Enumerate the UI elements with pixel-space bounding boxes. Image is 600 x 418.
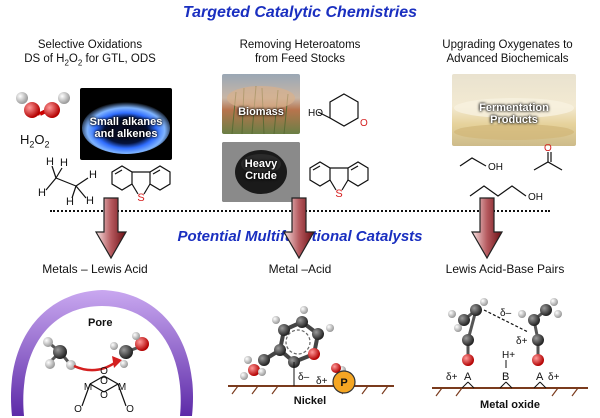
methanol-molecule-icon — [110, 332, 149, 368]
flame-photo: Small alkanes and alkenes — [80, 88, 172, 160]
delta-plus-label: δ+ — [516, 336, 528, 347]
photo-label-line: and alkenes — [94, 128, 158, 140]
oxygen-label: O — [360, 118, 368, 129]
dibenzothiophene-structure: S — [309, 161, 369, 200]
delta-plus-label: δ+ — [548, 372, 560, 383]
dibenzothiophene-structure: S — [111, 165, 171, 204]
hydrogen-label: H — [46, 156, 54, 168]
interaction-line — [483, 309, 529, 333]
oxygen-label: O — [100, 376, 108, 387]
pore-catalyst-diagram: Pore M M O O O O O — [10, 290, 194, 416]
hydrogen-label: H — [66, 196, 74, 206]
heading-line: Advanced Biochemicals — [446, 53, 569, 65]
metal-acid-catalyst-diagram: Nickel δ– δ+ P — [228, 306, 394, 407]
page-title: Targeted Catalytic Chemistries — [182, 4, 418, 21]
delta-plus-label: δ+ — [316, 376, 328, 387]
photo-label-line: Crude — [245, 170, 277, 182]
acetone-structure: O — [533, 143, 563, 171]
metal-label: M — [84, 382, 92, 393]
fermentation-photo: Fermentation Products — [452, 74, 576, 146]
pore-label: Pore — [88, 317, 112, 329]
oxygen-label: O — [544, 143, 552, 154]
butanol-structure: OH — [469, 185, 543, 203]
pyran-methanol-structure: HO O — [308, 93, 368, 129]
heading-line: DS of H2O2 for GTL, ODS — [24, 53, 156, 68]
metal-oxide-label: Metal oxide — [480, 399, 540, 411]
photo-label-line: Fermentation — [479, 102, 549, 114]
crude-cup-icon — [222, 142, 300, 202]
oxygen-label: O — [100, 366, 108, 377]
heading-line: from Feed Stocks — [254, 53, 346, 65]
metal-label: M — [118, 382, 126, 393]
photo-label-line: Heavy — [244, 158, 278, 170]
nickel-label: Nickel — [294, 395, 326, 407]
heading-line: Upgrading Oxygenates to — [442, 39, 573, 51]
heading-line: Selective Oxidations — [37, 39, 143, 51]
sulfur-label: S — [335, 188, 342, 200]
hydroxyl-label: HO — [308, 108, 323, 119]
site-b-label: B — [502, 371, 509, 383]
delta-minus-label: δ– — [500, 308, 512, 319]
photo-label-line: Products — [490, 114, 538, 126]
column-heading-oxidations: Selective Oxidations DS of H2O2 for GTL,… — [10, 38, 170, 70]
catalyst-type-metals: Metals – Lewis Acid — [42, 262, 148, 276]
flame-photo-label: Small alkanes and alkenes — [80, 116, 172, 140]
biomass-label: Biomass — [238, 106, 284, 118]
site-a-label: A — [536, 371, 544, 383]
ethane-structure: H H H H H H — [38, 156, 97, 206]
h2o2-formula: H2O2 — [20, 132, 50, 150]
ethanol-structure: OH — [459, 157, 503, 173]
column-heading-oxygenates: Upgrading Oxygenates to Advanced Biochem… — [420, 38, 595, 66]
hydroxyl-label: OH — [528, 192, 543, 203]
fermentation-label: Fermentation Products — [452, 102, 576, 126]
photo-label-line: Small alkanes — [89, 116, 163, 128]
site-a-label: A — [464, 371, 472, 383]
hydrogen-label: H — [60, 157, 68, 169]
fermenter-icon — [454, 98, 574, 140]
methane-molecule-icon — [43, 337, 76, 370]
down-arrow-icon — [470, 197, 504, 260]
grass-icon — [227, 85, 295, 134]
hydrogen-label: H — [86, 195, 94, 206]
heavy-crude-photo: Heavy Crude — [222, 142, 300, 202]
heavy-crude-label: Heavy Crude — [222, 158, 300, 182]
oxygen-label: O — [74, 404, 82, 415]
down-arrow-icon — [94, 197, 128, 260]
reaction-arrow-icon — [73, 360, 117, 372]
delta-plus-label: δ+ — [446, 372, 458, 383]
column-heading-heteroatoms: Removing Heteroatoms from Feed Stocks — [210, 38, 390, 66]
hydroxyl-label: OH — [488, 162, 503, 173]
hydrogen-label: H — [89, 169, 97, 181]
catalyst-type-metal-acid: Metal –Acid — [268, 262, 332, 276]
acid-base-catalyst-diagram: Metal oxide δ– δ+ H+ B A A δ+ δ+ — [432, 298, 588, 411]
proton-label: H+ — [502, 350, 515, 361]
flame-icon — [82, 102, 170, 154]
h2o2-molecule-icon — [16, 92, 70, 118]
phosphorus-icon — [332, 370, 356, 394]
down-arrow-icon — [282, 197, 316, 260]
hydrogen-label: H — [38, 187, 46, 199]
oxygen-label: O — [126, 404, 134, 415]
catalyst-type-acid-base: Lewis Acid-Base Pairs — [445, 262, 565, 276]
heading-line: Removing Heteroatoms — [239, 39, 361, 51]
biomass-photo: Biomass — [222, 74, 300, 134]
oxygen-label: O — [100, 390, 108, 401]
phosphorus-label: P — [340, 377, 347, 389]
sulfur-label: S — [137, 192, 144, 204]
delta-minus-label: δ– — [298, 372, 310, 383]
